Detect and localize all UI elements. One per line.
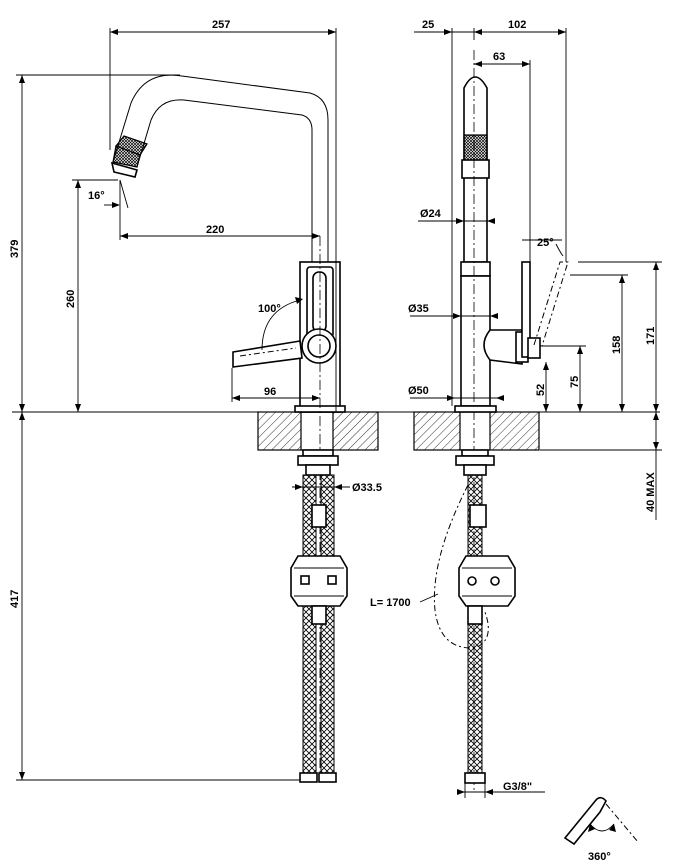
dim-side-reach: 102 (508, 19, 526, 31)
dim-lever-height-max: 171 (645, 327, 657, 345)
hose-path (433, 484, 489, 649)
dim-height-total: 379 (9, 240, 21, 258)
front-hose-weight (290, 555, 348, 607)
dim-spout-angle: 16° (88, 190, 105, 202)
front-spout-outer (112, 74, 329, 266)
dim-lever-rotation: 100° (258, 303, 281, 315)
front-lever (232, 340, 303, 368)
dim-width-total: 257 (212, 19, 230, 31)
dim-side-offset: 25 (422, 19, 434, 31)
dim-hose-nut-diameter: Ø33.5 (352, 482, 382, 494)
dim-body-diameter: Ø35 (408, 303, 429, 315)
dim-hose-length: L= 1700 (370, 597, 411, 609)
front-spout-inner (136, 99, 313, 266)
dim-connection-thread: G3/8" (503, 781, 532, 793)
front-spout-head (112, 135, 148, 168)
swivel-label: 360° (588, 851, 611, 863)
dim-lever-height-top: 158 (611, 336, 623, 354)
front-view (110, 74, 379, 783)
side-view (413, 50, 569, 790)
side-lever (483, 329, 523, 365)
dim-spout-height: 260 (65, 290, 77, 308)
dim-side-spout-offset: 63 (493, 51, 505, 63)
dim-spout-reach: 220 (206, 224, 224, 236)
dim-spout-tube-diameter: Ø24 (420, 208, 442, 220)
dim-lever-tilt: 25° (537, 237, 554, 249)
dim-lever-reach: 96 (264, 386, 276, 398)
dim-base-diameter: Ø50 (408, 385, 429, 397)
dim-lever-height-low: 52 (535, 384, 547, 396)
dim-below-deck: 417 (9, 590, 21, 608)
side-spout-knurl (463, 134, 488, 164)
dim-lever-height-mid: 75 (569, 376, 581, 388)
dim-deck-thickness: 40 MAX (645, 472, 657, 512)
swivel-rotation-icon: 360° (563, 796, 639, 863)
